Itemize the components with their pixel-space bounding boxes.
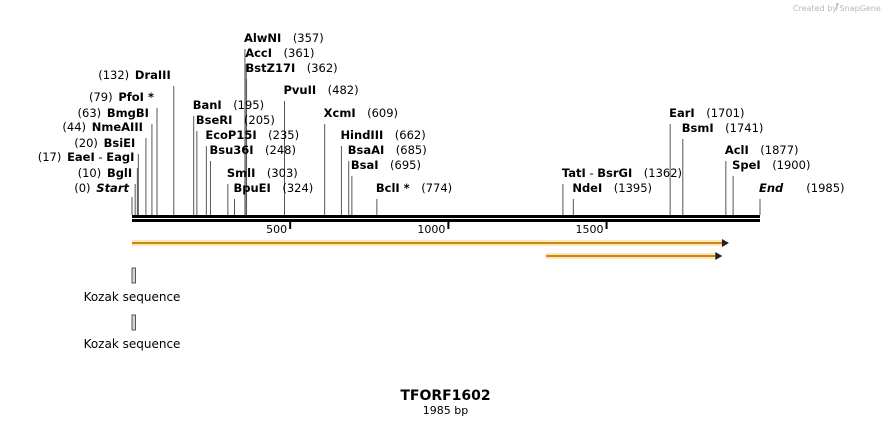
ruler-tick-label: 1000 [417,223,445,236]
backbone-bottom-strand [132,219,760,222]
site-label-spei: SpeI (1900) [732,158,810,172]
backbone-top-strand [132,215,760,218]
feature-label: Kozak sequence [84,337,181,351]
site-label-bsiei: (20) BsiEI [74,136,135,150]
site-label-pvuii: PvuII (482) [283,83,358,97]
site-label-end: End (1985) [759,181,845,195]
ruler: 500 1000 1500 [266,222,608,236]
site-label-bsai: BsaI (695) [351,158,421,172]
ruler-tick-label: 1500 [576,223,604,236]
site-label-eari: EarI (1701) [669,106,744,120]
sequence-backbone [132,215,760,222]
site-label-tati: TatI - BsrGI (1362) [562,166,682,180]
site-label-bcli: BclI * (774) [376,181,452,195]
orf-arrow-icon [715,252,723,260]
site-label-acci: AccI (361) [245,46,314,60]
site-label-bani: BanI (195) [193,98,264,112]
orf-arrow-icon [721,239,729,247]
site-label-bstz17i: BstZ17I (362) [246,61,338,75]
site-label-draiii: (132) DraIII [98,68,171,82]
site-label-alwni: AlwNI (357) [244,31,324,45]
site-label-bmgbi: (63) BmgBI [78,106,149,120]
site-label-start: (0) Start [74,181,129,195]
site-label-acli: AclI (1877) [725,143,799,157]
site-label-bsmi: BsmI (1741) [682,121,764,135]
feature-label: Kozak sequence [84,290,181,304]
site-label-bgli: (10) BglI [78,166,133,180]
site-label-pfoi: (79) PfoI * [89,90,154,104]
site-label-ndei: NdeI (1395) [572,181,652,195]
snapgene-logo-icon [836,3,839,12]
site-label-ecop15i: EcoP15I (235) [205,128,299,142]
site-labels: (0) Start(10) BglI (17) EaeI - EagI(20) B… [38,31,845,195]
site-label-xcmi: XcmI (609) [324,106,398,120]
sequence-length: 1985 bp [423,404,468,417]
site-label-nmeaiii: (44) NmeAIII [62,120,143,134]
ruler-tick-label: 500 [266,223,287,236]
site-label-hindiii: HindIII (662) [340,128,425,142]
site-label-bsu36i: Bsu36I (248) [209,143,296,157]
kozak-sequence-marker [131,267,136,284]
site-lines [131,49,761,215]
site-label-bseri: BseRI (205) [196,113,275,127]
sequence-title: TFORF1602 [400,388,490,404]
site-label-smli: SmlI (303) [227,166,298,180]
site-label-eaei: (17) EaeI - EagI [38,150,135,164]
site-label-bsaai: BsaAI (685) [348,143,427,157]
site-label-bpuei: BpuEI (324) [234,181,314,195]
kozak-sequence-marker [131,314,136,331]
